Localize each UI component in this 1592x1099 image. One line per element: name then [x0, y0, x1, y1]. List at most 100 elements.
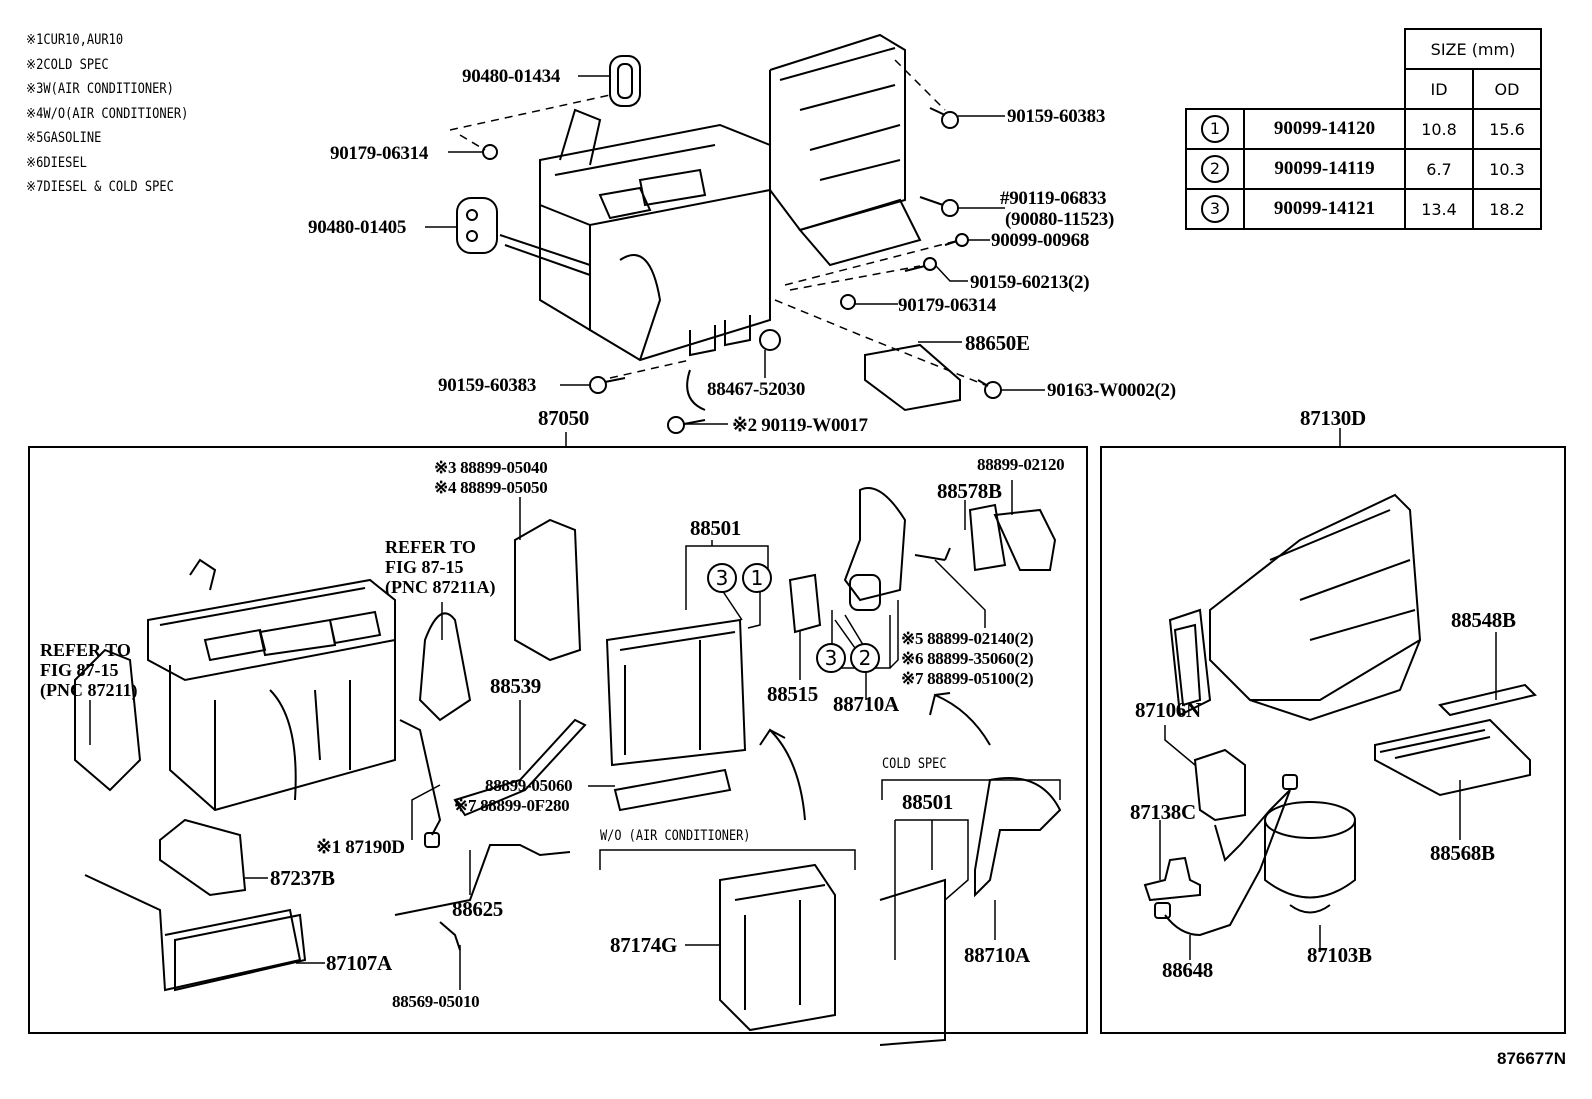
- sensor-87190D-illustration: [399, 719, 442, 836]
- part-label-90163-W0002[interactable]: 90163-W0002(2): [1047, 380, 1176, 401]
- heater-case-87174G-illustration: [719, 863, 836, 1032]
- inner-diameter: 6.7: [1404, 148, 1474, 190]
- legend-item-1: ※1CUR10,AUR10: [26, 32, 124, 48]
- part-label-87237B[interactable]: 87237B: [270, 866, 335, 890]
- refer-note-87211A[interactable]: REFER TO FIG 87-15 (PNC 87211A): [385, 537, 496, 597]
- part-label-88899-02140[interactable]: ※5 88899-02140(2): [901, 629, 1034, 648]
- part-label-88568B[interactable]: 88568B: [1430, 841, 1495, 865]
- part-label-88899-05100[interactable]: ※7 88899-05100(2): [901, 669, 1034, 688]
- tube-cold-88710A-illustration: [974, 777, 1062, 898]
- ref-circle: 3: [1201, 195, 1229, 223]
- refer-note-87211[interactable]: REFER TO FIG 87-15 (PNC 87211): [40, 640, 138, 700]
- part-label-88501[interactable]: 88501: [690, 516, 742, 540]
- legend-item-2: ※2COLD SPEC: [26, 56, 109, 73]
- part-label-87174G[interactable]: 87174G: [610, 933, 678, 957]
- part-label-87190D[interactable]: ※1 87190D: [316, 837, 405, 858]
- part-label-90159-60383[interactable]: 90159-60383: [1007, 106, 1106, 127]
- part-label-90159-60383-left[interactable]: 90159-60383: [438, 375, 537, 396]
- filter-88899-05040-illustration: [514, 518, 582, 662]
- legend-item-6: ※6DIESEL: [26, 154, 87, 171]
- part-number[interactable]: 90099-14119: [1243, 148, 1406, 190]
- legend-item-4: ※4W/O(AIR CONDITIONER): [26, 105, 189, 122]
- expansion-valve-88515-illustration: [788, 573, 822, 634]
- part-label-88899-05040[interactable]: ※3 88899-05040: [434, 458, 548, 477]
- duct-87237B-illustration: [159, 818, 247, 897]
- part-label-88899-02120[interactable]: 88899-02120: [977, 455, 1065, 474]
- tube-88710A-illustration: [843, 487, 907, 602]
- part-label-90099-00968[interactable]: 90099-00968: [991, 230, 1090, 251]
- wire-88648-illustration: [1214, 789, 1291, 862]
- heater-core-87107A-illustration: [84, 874, 302, 992]
- bracket-88650E-illustration: [864, 343, 961, 412]
- part-label-88899-35060[interactable]: ※6 88899-35060(2): [901, 649, 1034, 668]
- clip-90179-06314-illustration: [482, 144, 498, 160]
- hose-88539-illustration: [453, 718, 587, 817]
- legend-item-7: ※7DIESEL & COLD SPEC: [26, 179, 174, 195]
- ref-circle-3: 3: [816, 643, 846, 673]
- table-row: 2 90099-14119 6.7 10.3: [1185, 148, 1542, 190]
- part-label-88648[interactable]: 88648: [1162, 958, 1214, 982]
- part-label-90480-01405[interactable]: 90480-01405: [308, 217, 407, 238]
- assembly-title-87130D[interactable]: 87130D: [1300, 406, 1366, 430]
- part-label-87103B[interactable]: 87103B: [1307, 943, 1372, 967]
- part-label-90119-W0017[interactable]: ※2 90119-W0017: [732, 415, 868, 436]
- part-label-90159-60213[interactable]: 90159-60213(2): [970, 272, 1090, 293]
- part-label-90080-11523[interactable]: (90080-11523): [1005, 209, 1115, 230]
- part-label-90179-06314[interactable]: 90179-06314: [330, 143, 429, 164]
- part-label-90480-01434[interactable]: 90480-01434: [462, 66, 561, 87]
- part-label-90119-06833[interactable]: #90119-06833: [1000, 188, 1107, 209]
- duct-87211A-illustration: [418, 612, 472, 722]
- legend-item-3: ※3W(AIR CONDITIONER): [26, 81, 174, 97]
- part-number[interactable]: 90099-14120: [1243, 108, 1406, 150]
- pad-88578B-illustration: [968, 503, 1007, 572]
- col-od-header: OD: [1472, 68, 1542, 110]
- screw-90159-60383-illustration: [941, 111, 959, 129]
- ref-circle: 1: [1201, 115, 1229, 143]
- part-number[interactable]: 90099-14121: [1243, 188, 1406, 230]
- grommet-90480-01405-illustration: [456, 197, 498, 254]
- ref-circle-3: 3: [707, 563, 737, 593]
- part-label-88548B[interactable]: 88548B: [1451, 608, 1516, 632]
- inner-diameter: 13.4: [1404, 188, 1474, 230]
- part-label-87107A[interactable]: 87107A: [326, 951, 392, 975]
- assembly-title-87050[interactable]: 87050: [538, 406, 590, 430]
- evaporator-88501-illustration: [605, 618, 747, 767]
- illustration-id: 876677N: [1496, 1049, 1566, 1068]
- part-label-88578B[interactable]: 88578B: [937, 479, 1002, 503]
- part-label-90179-06314-right[interactable]: 90179-06314: [898, 295, 997, 316]
- part-label-88515[interactable]: 88515: [767, 682, 819, 706]
- outer-diameter: 15.6: [1472, 108, 1542, 150]
- part-label-88710A[interactable]: 88710A: [833, 692, 899, 716]
- servo-87106N-illustration: [1193, 748, 1246, 822]
- heater-case-illustration[interactable]: [147, 558, 396, 812]
- part-label-88899-05050[interactable]: ※4 88899-05050: [434, 478, 548, 497]
- part-label-88650E[interactable]: 88650E: [965, 331, 1030, 355]
- blower-unit-illustration[interactable]: [1168, 493, 1422, 722]
- table-row: 1 90099-14120 10.8 15.6: [1185, 108, 1542, 150]
- resistor-87138C-illustration: [1143, 856, 1201, 902]
- part-label-88539[interactable]: 88539: [490, 674, 542, 698]
- part-label-87106N[interactable]: 87106N: [1135, 698, 1201, 722]
- spec-legend: ※1CUR10,AUR10 ※2COLD SPEC ※3W(AIR CONDIT…: [26, 32, 215, 204]
- hvac-unit-top-illustration[interactable]: [499, 33, 922, 362]
- part-label-88569-05010[interactable]: 88569-05010: [392, 992, 480, 1011]
- part-label-88899-0F280[interactable]: ※7 88899-0F280: [454, 796, 570, 815]
- wo-air-conditioner-header: W/O (AIR CONDITIONER): [600, 828, 751, 844]
- part-label-88625[interactable]: 88625: [452, 897, 504, 921]
- part-label-88467-52030[interactable]: 88467-52030: [707, 379, 806, 400]
- part-label-87138C[interactable]: 87138C: [1130, 800, 1196, 824]
- col-id-header: ID: [1404, 68, 1474, 110]
- filter-88568B-illustration: [1374, 718, 1531, 797]
- outer-diameter: 10.3: [1472, 148, 1542, 190]
- evaporator-cold-88501-illustration: [879, 878, 946, 1046]
- part-label-88899-05060[interactable]: 88899-05060: [485, 776, 573, 795]
- size-header: SIZE (mm): [1404, 28, 1542, 70]
- ref-circle-1: 1: [742, 563, 772, 593]
- grommet-90480-01434-illustration: [609, 55, 641, 107]
- sensor-88625-illustration: [394, 844, 571, 916]
- outer-diameter: 18.2: [1472, 188, 1542, 230]
- table-row: 3 90099-14121 13.4 18.2: [1185, 188, 1542, 230]
- part-label-88501-cold[interactable]: 88501: [902, 790, 954, 814]
- part-label-88710A-cold[interactable]: 88710A: [964, 943, 1030, 967]
